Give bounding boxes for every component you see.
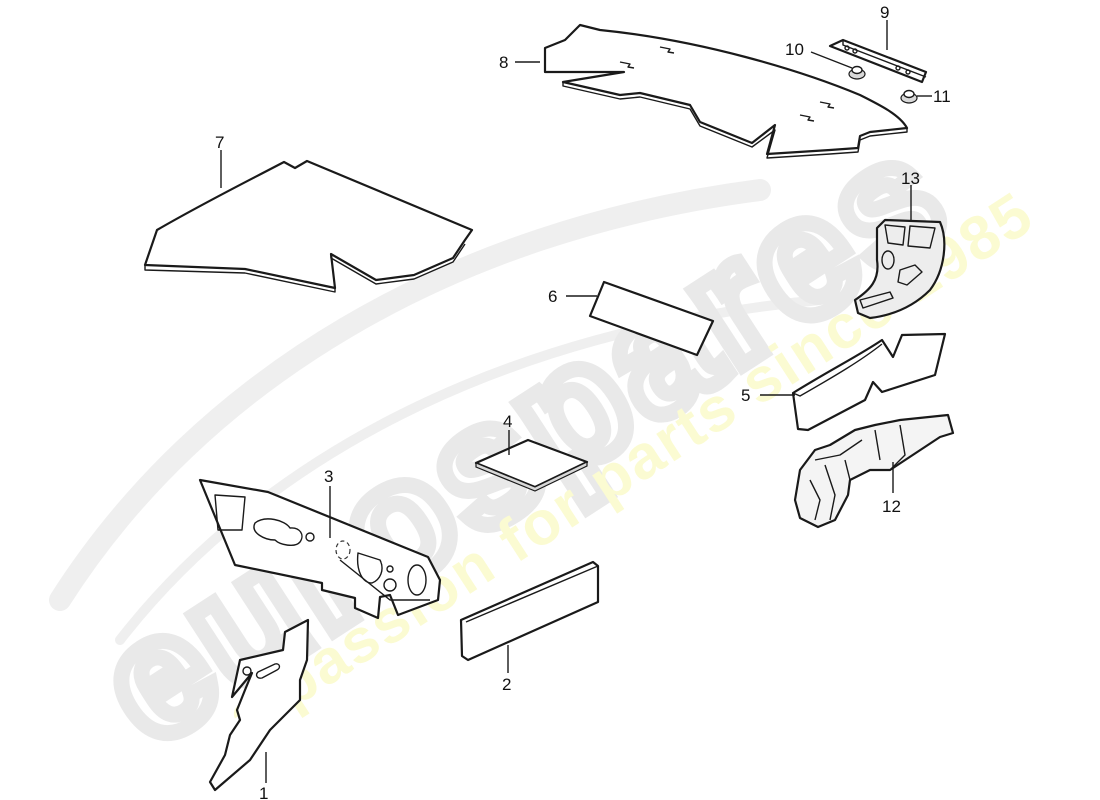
part-10-nut[interactable] [848, 65, 866, 80]
part-9-mounting-bracket[interactable] [828, 38, 928, 84]
callout-12[interactable]: 12 [882, 497, 901, 516]
part-4-square-pad[interactable] [474, 438, 589, 492]
callout-9[interactable]: 9 [880, 3, 889, 22]
part-3-bulkhead-panel[interactable] [198, 478, 442, 620]
part-13-molded-bracket[interactable] [853, 218, 946, 320]
callout-13[interactable]: 13 [901, 169, 920, 188]
part-1-lower-side-panel[interactable] [208, 618, 310, 792]
part-2-rectangular-pad[interactable] [459, 560, 600, 662]
callout-3[interactable]: 3 [324, 467, 333, 486]
callout-8[interactable]: 8 [499, 53, 508, 72]
callout-6[interactable]: 6 [548, 287, 557, 306]
callout-5[interactable]: 5 [741, 386, 750, 405]
part-5-curved-mat[interactable] [791, 332, 947, 432]
callout-4[interactable]: 4 [503, 412, 512, 431]
callout-1[interactable]: 1 [259, 784, 268, 800]
leader-lines [220, 20, 932, 783]
part-8-rear-shelf-mat[interactable] [543, 23, 909, 159]
part-6-rectangular-strip[interactable] [588, 280, 715, 357]
part-7-floor-mat[interactable] [143, 159, 474, 293]
callout-labels: 1 2 3 4 5 6 7 8 9 10 11 12 13 [215, 3, 951, 800]
part-11-nut[interactable] [900, 89, 918, 104]
callout-11[interactable]: 11 [933, 87, 951, 106]
callout-10[interactable]: 10 [785, 40, 804, 59]
callout-7[interactable]: 7 [215, 133, 224, 152]
callout-2[interactable]: 2 [502, 675, 511, 694]
watermark-swoosh [49, 179, 771, 611]
part-12-molded-piece[interactable] [793, 413, 955, 529]
